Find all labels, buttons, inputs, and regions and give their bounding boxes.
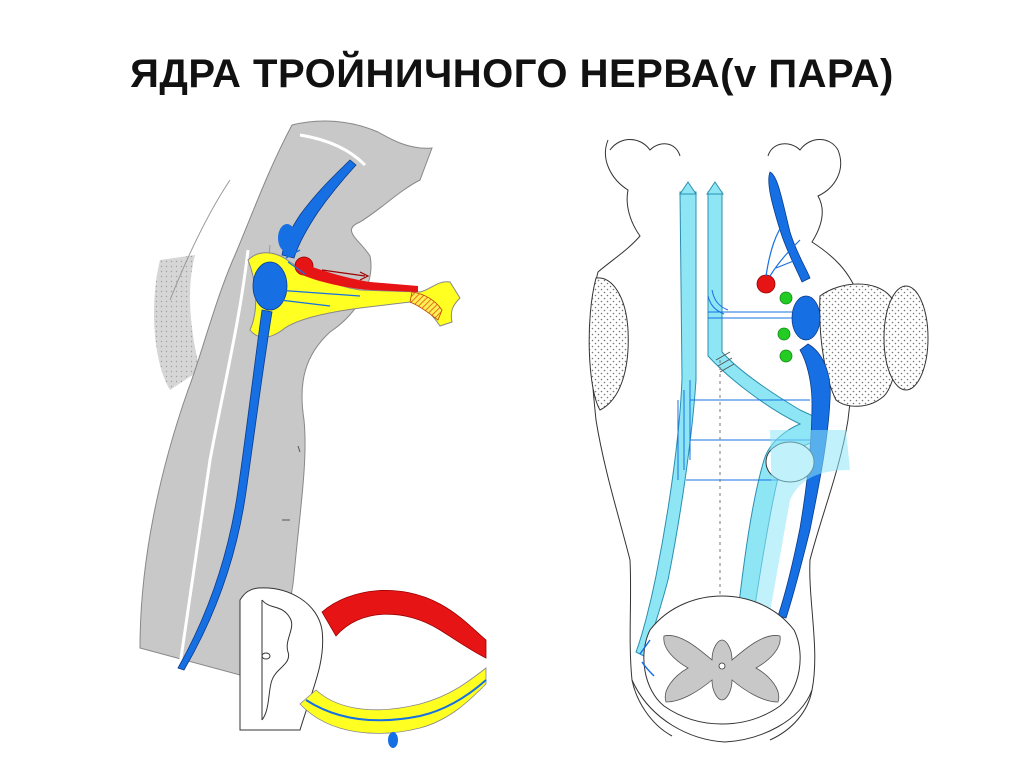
trigeminal-ganglion-hatch [409,291,443,321]
left-sagittal-panel [139,120,487,748]
ventricle-outline [178,133,367,666]
brainstem-gray [139,120,433,676]
central-canal [261,652,271,660]
spinal-central-canal [718,662,726,670]
principal-sensory-nucleus [252,261,288,311]
gray-matter-outline [261,599,293,721]
green-nucleus-2 [777,327,791,341]
motor-nucleus-right [756,274,776,294]
right-dorsal-panel [588,139,929,743]
green-nucleus-3 [779,349,793,363]
sensory-fiber-lines [275,249,361,307]
motor-arrow [321,269,370,281]
right-peduncle-cut [883,285,929,391]
spinal-lower-outline [631,679,813,741]
crossing-fibers [677,289,729,480]
green-nucleus-1 [779,291,793,305]
cerebellum-shadow [154,255,200,390]
left-cerebellar-peduncle [588,277,629,411]
spinal-nucleus [177,309,273,671]
inferior-pathway-overlay [752,430,850,612]
upper-blue-node [278,224,296,252]
colliculi [609,139,839,157]
principal-sensory-nucleus-right [791,295,821,341]
spinal-sensory-fiber [305,679,487,722]
decussation-hatch [715,351,735,373]
mesencephalic-nucleus-right [768,171,811,283]
slide-title: ЯДРА ТРОЙНИЧНОГО НЕРВА(v ПАРА) [130,52,894,96]
spinal-cord-outline [239,587,324,731]
dorsal-root-ganglion [388,732,398,748]
arrow-heads [679,181,724,195]
spinal-dorsal-fibers [639,639,655,677]
motor-root-red [300,264,418,292]
mesencephalic-fibers [765,219,801,277]
horizontal-fibers [686,311,810,481]
tick-mark [297,445,301,453]
spinal-motor-arc [321,589,487,659]
